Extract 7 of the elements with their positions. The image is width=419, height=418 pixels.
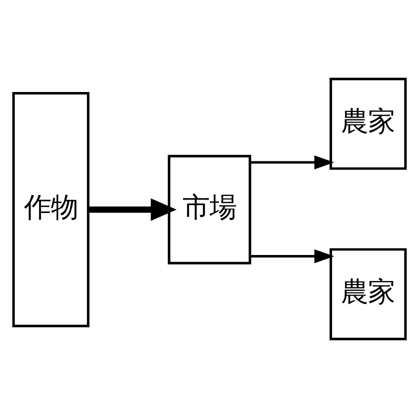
node-box: 市場 [168,154,252,264]
arrow [250,155,334,170]
node-box: 農家 [330,78,407,170]
node-box: 農家 [330,248,407,340]
arrow [88,198,177,221]
node-box: 作物 [12,92,90,328]
arrow [250,249,334,264]
